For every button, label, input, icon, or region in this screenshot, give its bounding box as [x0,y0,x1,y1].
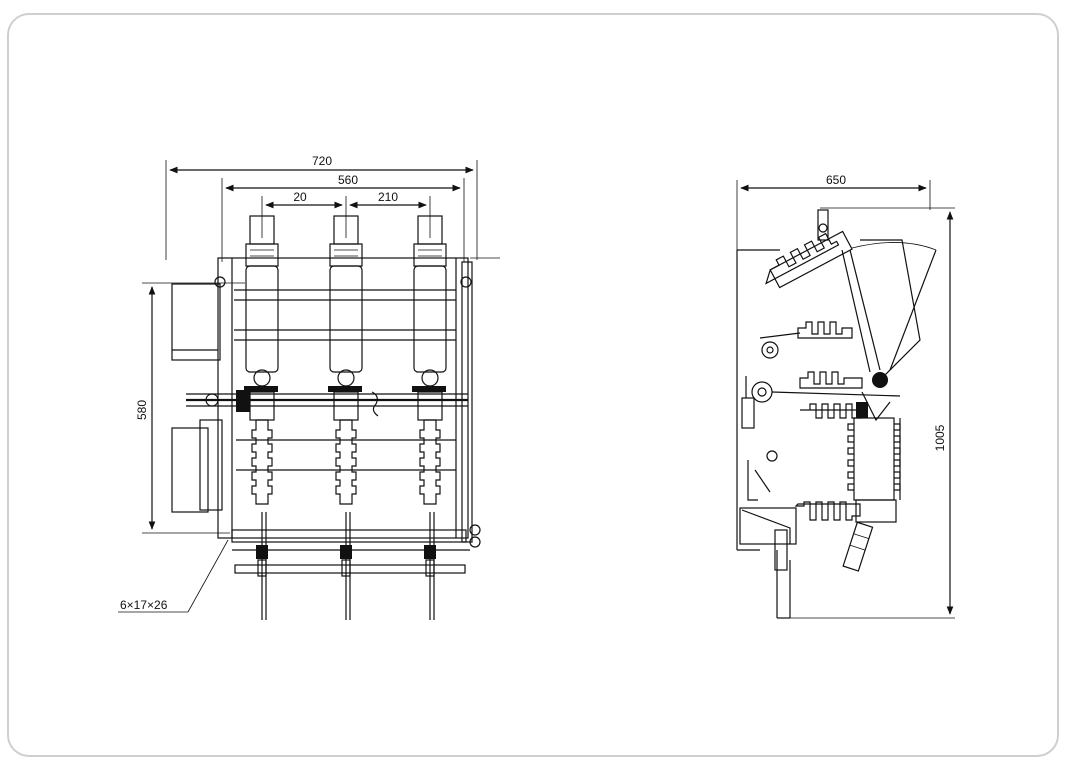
dim-1005-label: 1005 [933,424,947,451]
dim-pole-pitch: 20 210 [261,190,431,238]
side-view: 650 1005 [736,173,955,619]
dim-560-label: 560 [338,173,358,187]
dim-580-label: 580 [135,400,149,420]
dim-side-height: 1005 [780,207,955,619]
dim-20-label: 20 [293,190,307,204]
mount-hole-label: 6×17×26 [120,598,168,612]
dim-inner-width: 560 [221,173,465,262]
front-view: 720 560 20 210 580 [118,154,500,620]
dim-height: 580 [135,282,245,534]
dim-210-label: 210 [378,190,398,204]
dim-depth: 650 [736,173,931,250]
pole-right [412,215,447,620]
dim-720-label: 720 [312,154,332,168]
dim-overall-width: 720 [165,154,478,260]
dim-650-label: 650 [826,173,846,187]
pole-left [244,215,279,620]
pole-middle [328,215,363,620]
